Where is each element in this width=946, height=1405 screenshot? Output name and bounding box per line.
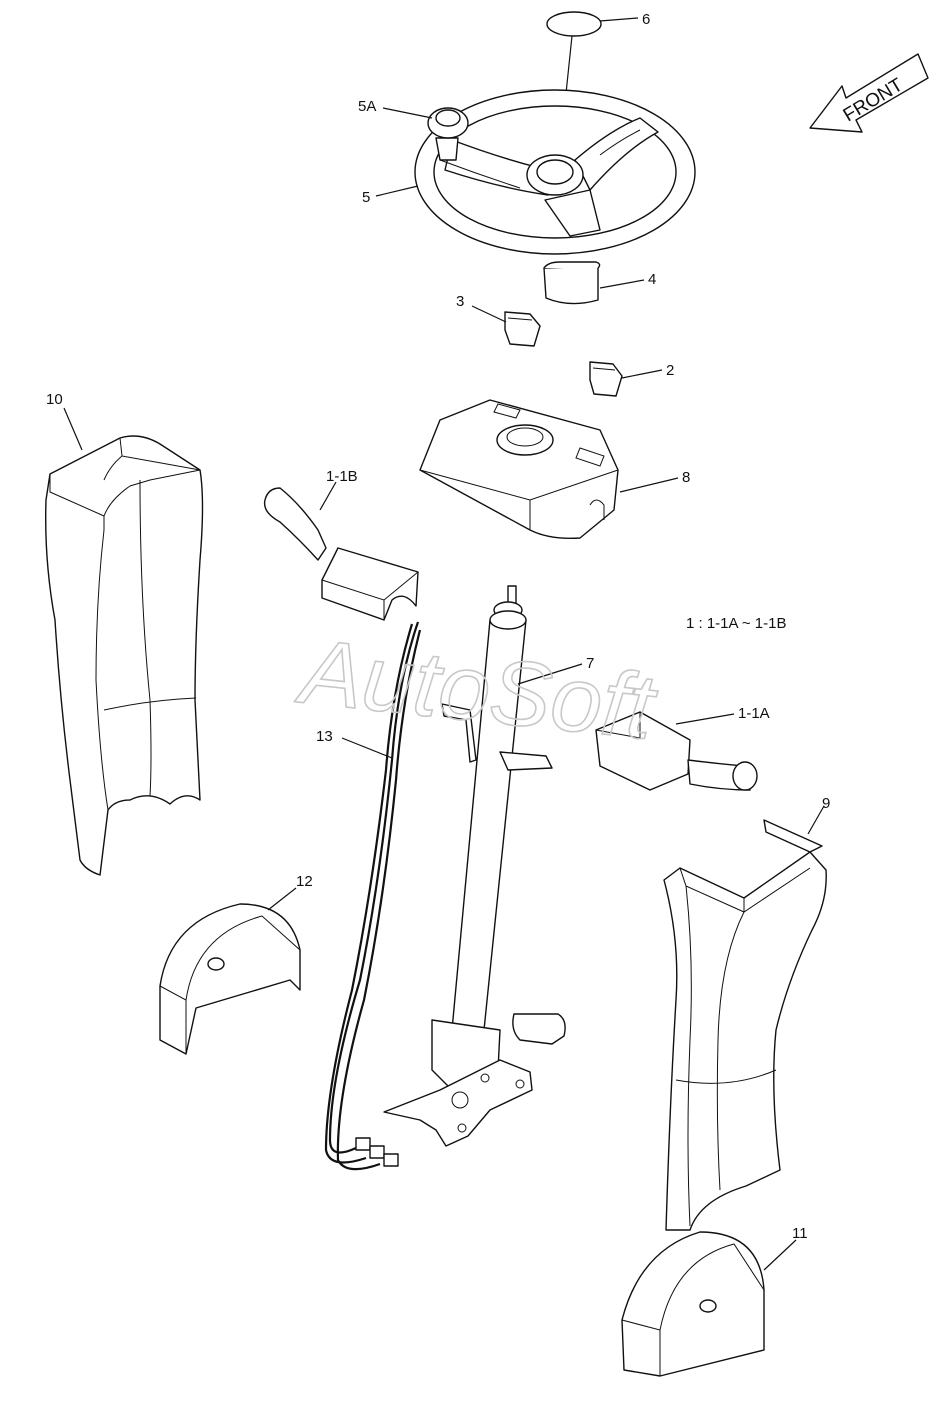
leader-3 — [471, 305, 507, 323]
callout-9: 9 — [822, 795, 830, 812]
leader-5 — [375, 185, 419, 197]
callout-7: 7 — [586, 655, 594, 672]
part-4-switch-plate — [543, 261, 601, 305]
watermark: AutoSoft — [292, 620, 662, 759]
part-11-floor-cover — [621, 1231, 765, 1377]
callout-6: 6 — [642, 11, 650, 28]
part-10-left-side-panel — [45, 435, 204, 876]
leader-9 — [807, 805, 825, 835]
part-8-column-cover — [419, 399, 619, 540]
callout-13: 13 — [316, 728, 333, 745]
callout-11: 11 — [792, 1225, 808, 1242]
callout-8: 8 — [682, 469, 690, 486]
leader-4 — [599, 279, 645, 289]
part-5-steering-wheel — [414, 89, 696, 255]
callout-1-1b: 1-1B — [326, 468, 358, 485]
part-1-1b-lever — [263, 487, 419, 621]
callout-10: 10 — [46, 391, 63, 408]
leader-6 — [599, 17, 639, 22]
callout-5a: 5A — [358, 98, 376, 115]
part-13-wire-harness — [324, 621, 422, 1171]
callout-1-1a: 1-1A — [738, 705, 770, 722]
callout-3: 3 — [456, 293, 464, 310]
part-3-rocker-switch — [504, 311, 541, 347]
part-7-steering-column — [383, 585, 553, 1147]
leader-2 — [621, 369, 663, 379]
part-pad — [512, 1013, 566, 1045]
part-9-right-side-panel — [663, 819, 827, 1231]
leader-5a — [382, 107, 433, 119]
part-6-horn-cap — [546, 11, 602, 37]
leader-12 — [267, 887, 297, 911]
leader-7 — [517, 663, 583, 685]
leader-1-1a — [675, 713, 735, 725]
leader-13 — [341, 737, 393, 759]
part-12-column-cover — [159, 903, 301, 1055]
callout-4: 4 — [648, 271, 656, 288]
callout-12: 12 — [296, 873, 313, 890]
part-2-rocker-switch — [589, 361, 623, 397]
part-5a-spinner-knob — [427, 107, 469, 161]
callout-5: 5 — [362, 189, 370, 206]
part-1-1a-lever — [595, 711, 758, 791]
leader-8 — [619, 477, 679, 493]
note-part-range: 1 : 1-1A ~ 1-1B — [686, 615, 786, 632]
leader-1-1b — [319, 481, 337, 511]
leader-10 — [63, 407, 83, 451]
front-arrow-icon: FRONT — [809, 53, 929, 133]
leader-11 — [763, 1239, 797, 1271]
callout-2: 2 — [666, 362, 674, 379]
